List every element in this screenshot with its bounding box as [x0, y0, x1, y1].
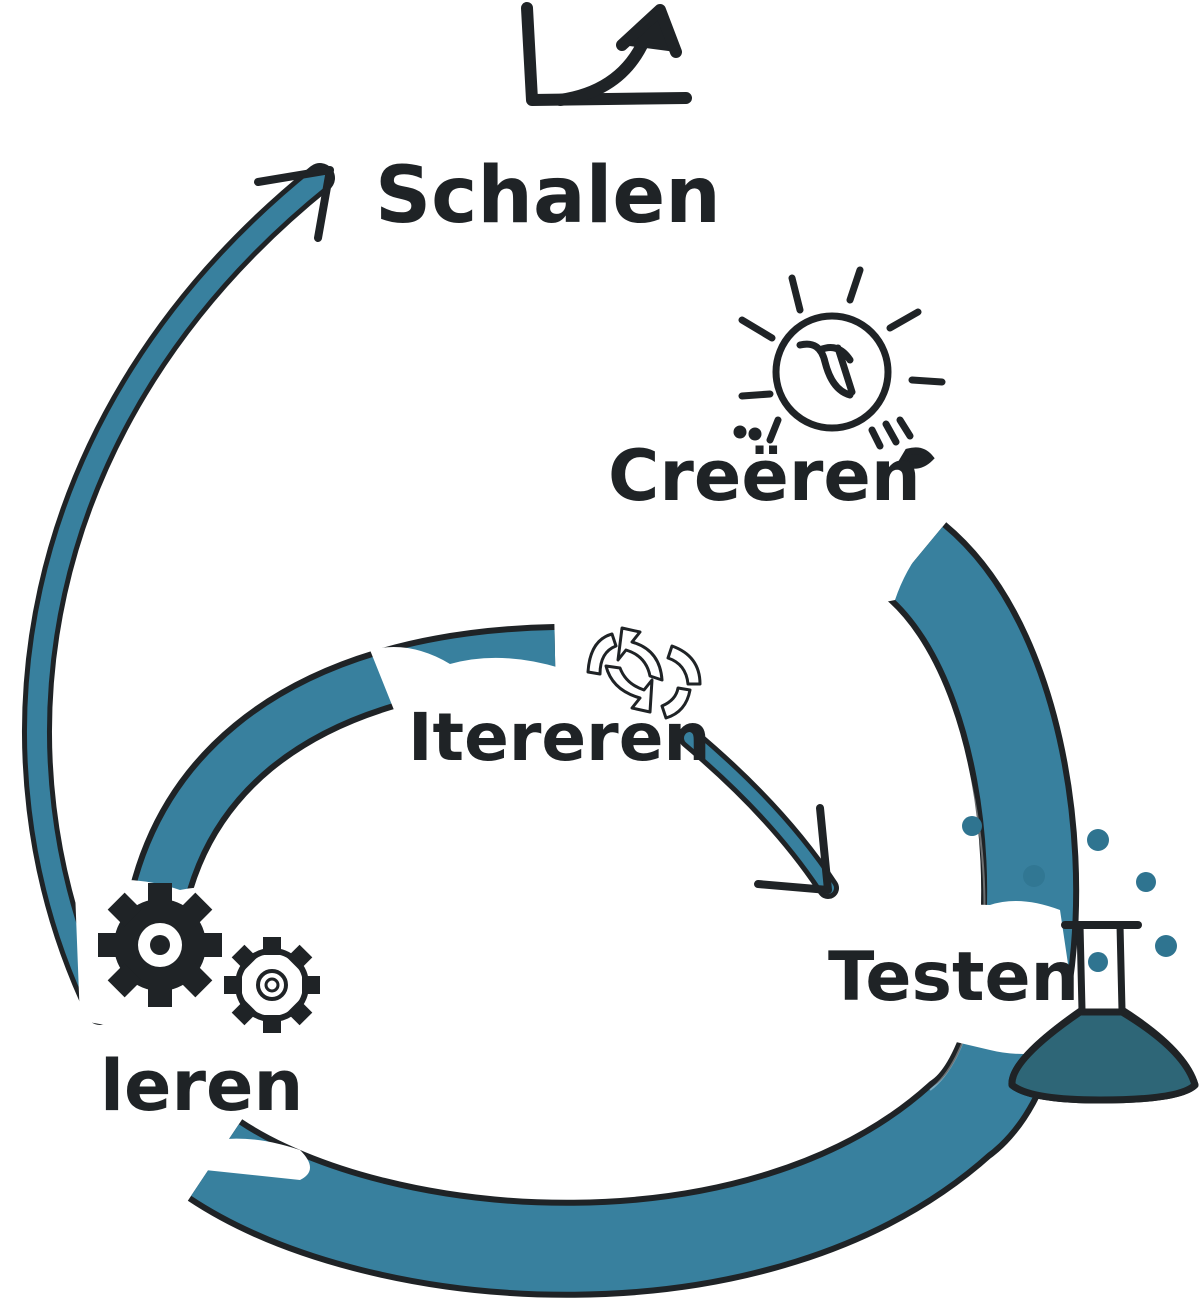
- bubbles: [962, 816, 1177, 972]
- label-testen: Testen: [828, 938, 1079, 1017]
- label-creeren: Creëren: [608, 435, 921, 517]
- main-ring-band: [187, 522, 1080, 1298]
- large-gear-icon: [98, 883, 222, 1007]
- gears-icon: [98, 883, 320, 1033]
- flask-icon: [962, 816, 1199, 1104]
- arrow-head-schalen: [254, 166, 334, 242]
- cycle-arrows-icon: [586, 626, 702, 720]
- label-itereren: Itereren: [408, 699, 710, 776]
- small-gear-icon: [224, 937, 320, 1033]
- lightbulb-icon: [733, 266, 946, 469]
- growth-arrow-icon: [521, 2, 692, 106]
- arrow-head-testen: [754, 804, 832, 894]
- label-leren: leren: [100, 1045, 303, 1127]
- outer-arc-band: [22, 163, 335, 1025]
- label-schalen: Schalen: [375, 151, 721, 241]
